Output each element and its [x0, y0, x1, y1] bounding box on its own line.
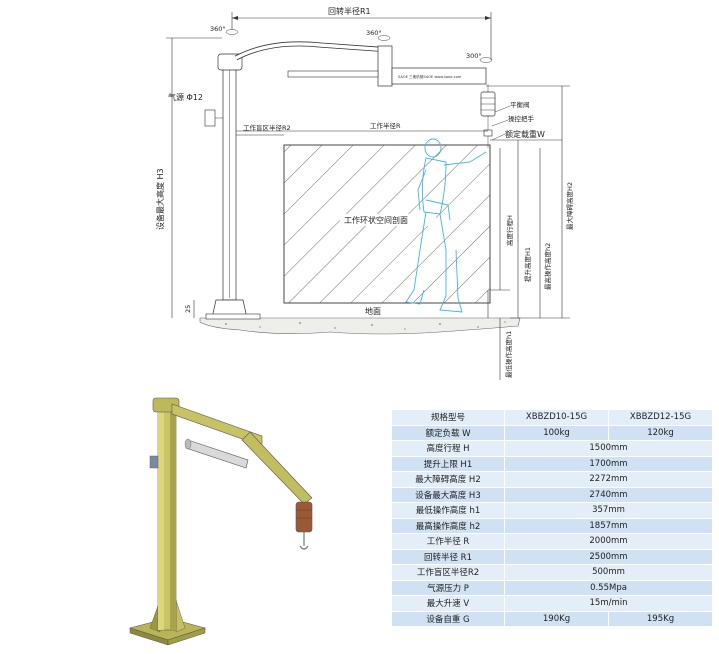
work-radius-dimensions: 工作盲区半径R2 工作半径R — [236, 121, 488, 136]
spec-value: 500mm — [504, 564, 713, 581]
rotation-angle-b: 360° — [366, 29, 382, 37]
blind-radius-label: 工作盲区半径R2 — [243, 123, 291, 132]
balancer-cylinder — [480, 84, 496, 148]
spec-name: 最大障碍高度 H2 — [391, 471, 505, 488]
spec-value-b: 120kg — [608, 424, 713, 441]
spec-value: 2500mm — [504, 548, 713, 565]
base-dimension: 25 — [184, 305, 192, 313]
specs-header-model-b: XBBZD12-15G — [608, 409, 713, 426]
arm: 360° SAOE 三奥机械SAOE www.saoe.com 300° — [234, 29, 493, 87]
spec-value: 2000mm — [504, 533, 713, 550]
max-height-label: 设备最大高度 H3 — [155, 168, 165, 230]
rotation-angle-a: 360° — [210, 25, 226, 33]
workspace-label: 工作环状空间剖面 — [344, 215, 408, 225]
spec-name: 设备自重 G — [391, 610, 505, 627]
spec-value-a: 190Kg — [504, 610, 609, 627]
spec-name: 回转半径 R1 — [391, 548, 505, 565]
max-obstacle-label: 最大障碍高度H2 — [565, 182, 574, 230]
height-dimensions: 高度行程H 提升高度H1 最高操作高度h2 最大障碍高度H2 最低操作高度h1 — [486, 85, 574, 380]
control-handle-label: 操控把手 — [508, 114, 535, 123]
balancer-3d-render — [128, 397, 313, 646]
balance-valve-label: 平衡阀 — [510, 100, 530, 109]
specs-header-model-a: XBBZD10-15G — [504, 409, 609, 426]
spec-name: 设备最大高度 H3 — [391, 486, 505, 503]
spec-value: 15m/min — [504, 595, 713, 612]
spec-name: 最大升速 V — [391, 595, 505, 612]
floor-texture — [225, 321, 506, 330]
max-op-height-label: 最高操作高度h2 — [543, 243, 552, 290]
specs-header-name: 规格型号 — [391, 409, 505, 426]
spec-value-b: 195Kg — [608, 610, 713, 627]
spec-value: 2740mm — [504, 486, 713, 503]
rotation-angle-c: 300° — [466, 52, 482, 60]
spec-name: 气源压力 P — [391, 579, 505, 596]
spec-name: 提升上限 H1 — [391, 455, 505, 472]
floor — [199, 317, 521, 335]
max-height-dimension: 设备最大高度 H3 25 — [155, 37, 222, 318]
lift-limit-label: 提升高度H1 — [523, 247, 532, 282]
spec-name: 最高操作高度 h2 — [391, 517, 505, 534]
operator-figure — [405, 138, 487, 313]
spec-name: 高度行程 H — [391, 440, 505, 457]
workspace-area: 工作环状空间剖面 — [283, 144, 491, 304]
rated-load-label: 额定载重W — [505, 129, 545, 139]
column: 360° — [205, 25, 261, 320]
min-op-height-label: 最低操作高度h1 — [504, 331, 513, 378]
spec-value: 1500mm — [504, 440, 713, 457]
air-regulator: 气源 Φ12 — [168, 92, 223, 127]
height-travel-label: 高度行程H — [505, 215, 514, 246]
rotation-radius-dimension: 回转半径R1 — [231, 6, 492, 60]
spec-value: 1857mm — [504, 517, 713, 534]
work-radius-label: 工作半径R — [370, 121, 401, 130]
spec-name: 工作盲区半径R2 — [391, 564, 505, 581]
arm-text: SAOE 三奥机械SAOE www.saoe.com — [398, 74, 462, 79]
ground-label: 地面 — [365, 306, 381, 316]
rotation-radius-label: 回转半径R1 — [328, 6, 371, 16]
component-callouts: 平衡阀 操控把手 额定载重W — [491, 100, 545, 141]
spec-value: 1700mm — [504, 455, 713, 472]
spec-name: 最低操作高度 h1 — [391, 502, 505, 519]
spec-value: 2272mm — [504, 471, 713, 488]
spec-value-a: 100kg — [504, 424, 609, 441]
spec-value: 357mm — [504, 502, 713, 519]
air-source-label: 气源 Φ12 — [168, 92, 203, 102]
spec-value: 0.55Mpa — [504, 579, 713, 596]
spec-name: 工作半径 R — [391, 533, 505, 550]
spec-name: 额定负载 W — [391, 424, 505, 441]
